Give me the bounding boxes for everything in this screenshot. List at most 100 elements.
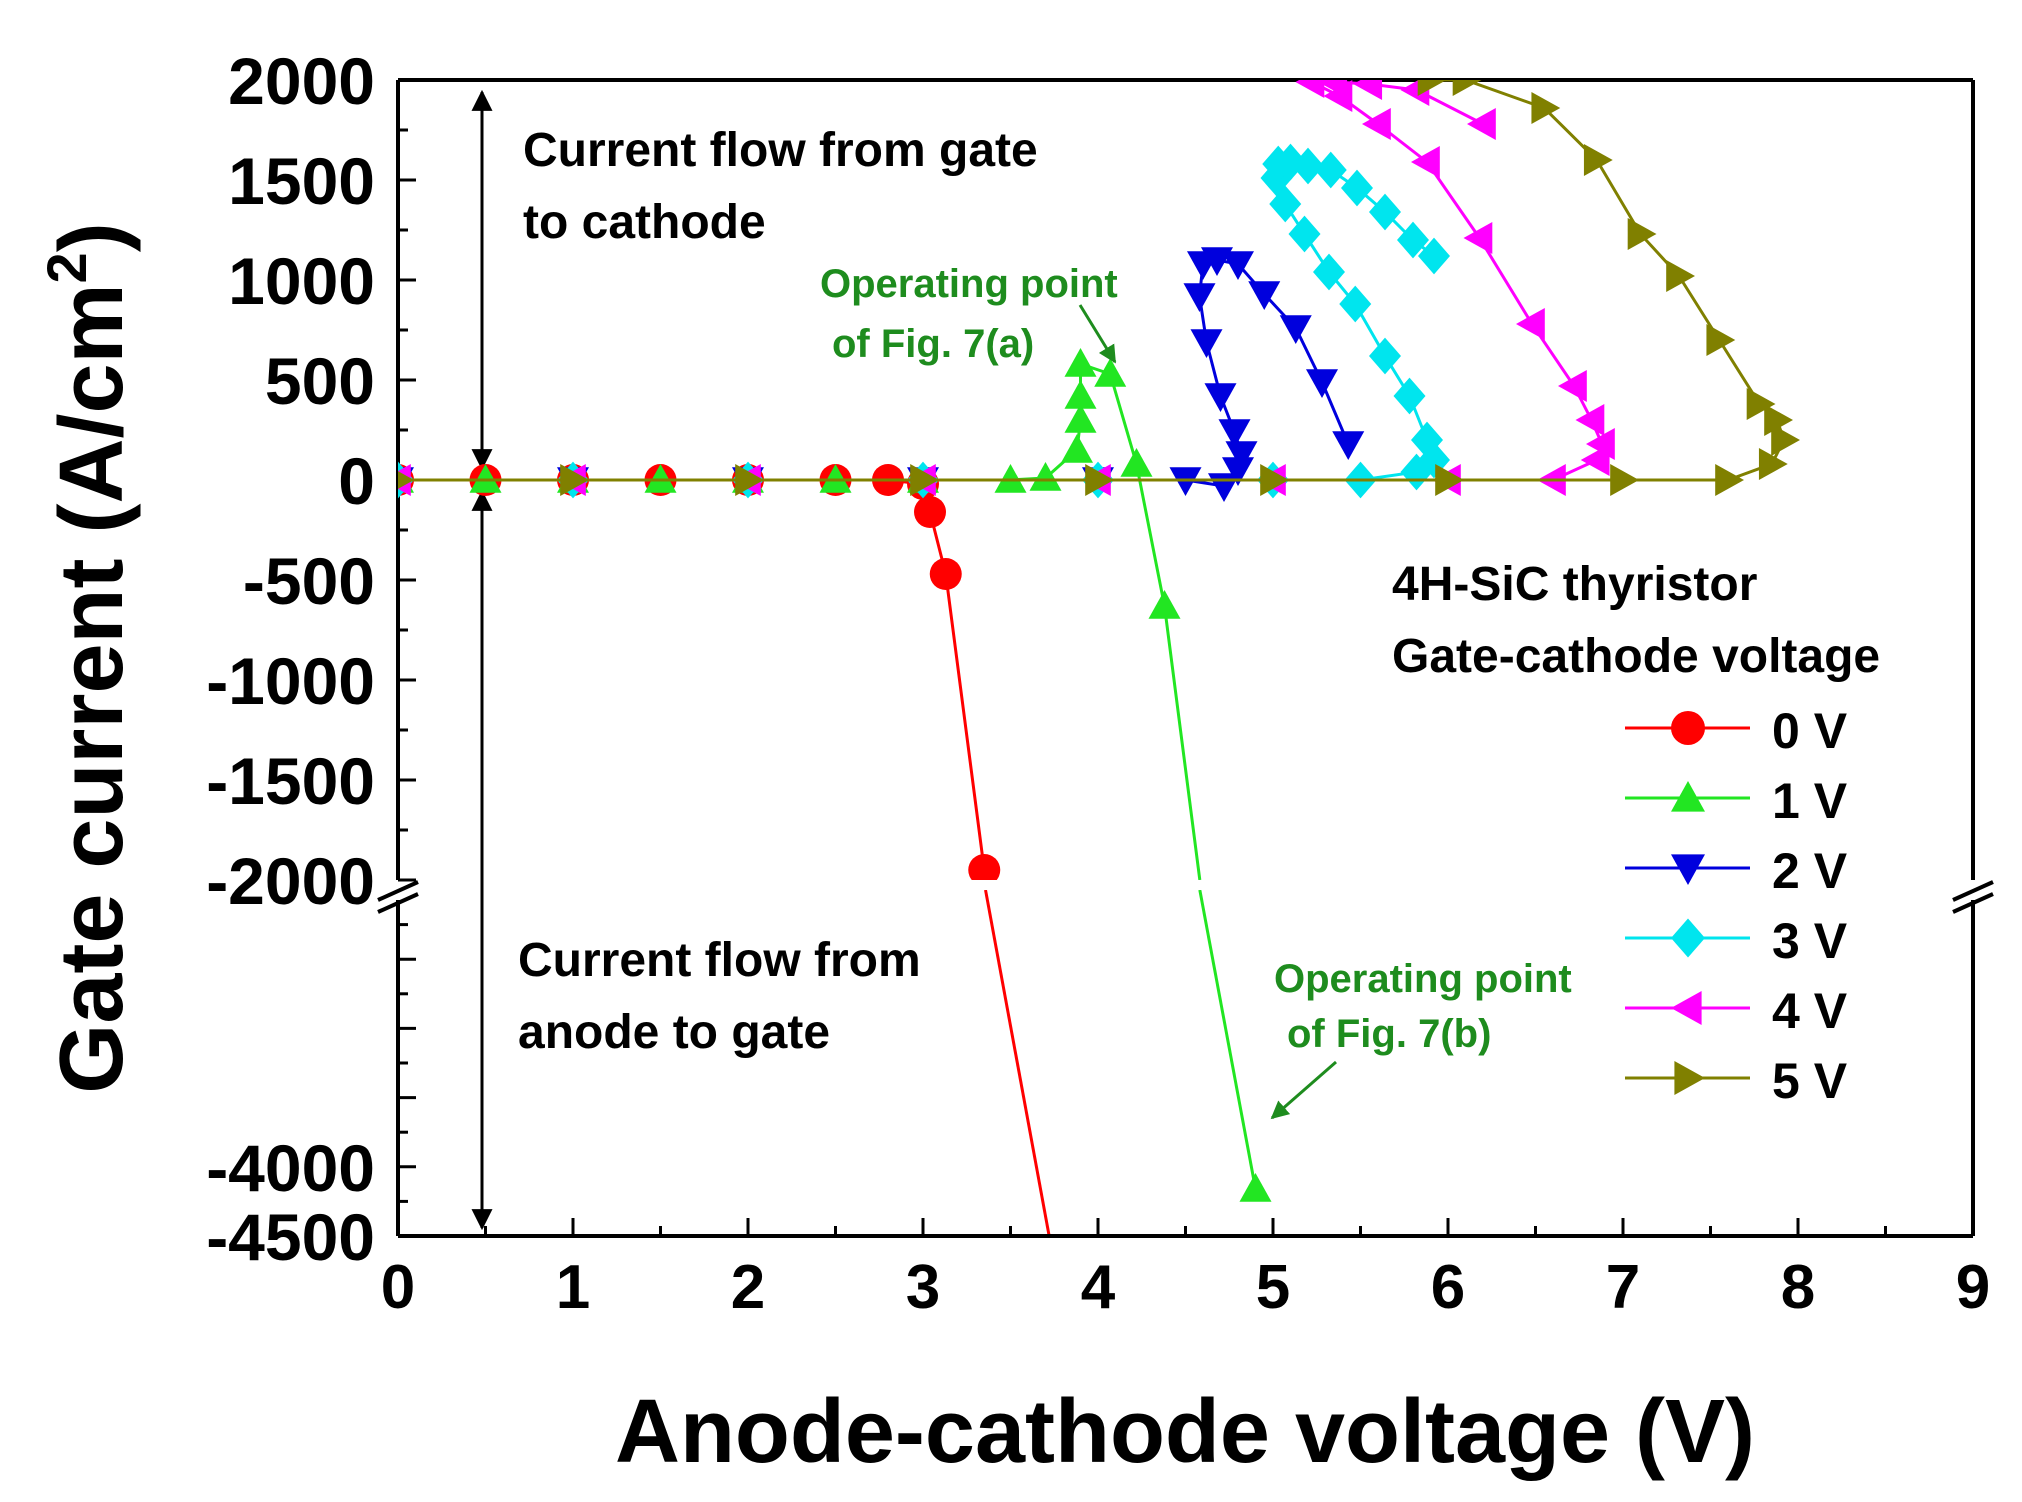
legend-item-3: 3 V — [1625, 913, 1848, 969]
data-point — [1418, 237, 1450, 275]
data-point — [1341, 169, 1373, 207]
data-point — [1295, 80, 1325, 98]
legend-marker — [1671, 781, 1705, 812]
series-line-upper — [398, 478, 988, 880]
axis-break-right-1 — [1952, 880, 1994, 902]
legend-item-0: 0 V — [1625, 703, 1848, 759]
legend-label: 4 V — [1772, 983, 1848, 1039]
x-axis-label: Anode-cathode voltage (V) — [615, 1382, 1755, 1482]
legend-marker — [1671, 991, 1702, 1025]
data-point — [1627, 218, 1657, 250]
x-tick-label: 0 — [381, 1253, 415, 1322]
data-point — [1369, 337, 1401, 375]
data-point — [469, 464, 502, 493]
data-point — [994, 464, 1027, 493]
data-point — [1771, 424, 1800, 456]
data-point — [1085, 464, 1114, 496]
data-point — [1332, 431, 1365, 460]
legend-title-2: Gate-cathode voltage — [1392, 630, 1880, 683]
data-point — [560, 464, 589, 496]
data-point — [1292, 147, 1324, 185]
x-tick-label: 7 — [1606, 1253, 1640, 1322]
data-point — [1353, 80, 1383, 100]
data-point — [1369, 193, 1401, 231]
data-point — [910, 464, 939, 496]
series-5 — [398, 80, 1800, 496]
legend-marker — [1671, 854, 1705, 885]
y-tick-label: -500 — [243, 544, 375, 618]
data-point — [644, 464, 677, 493]
data-point — [1400, 453, 1433, 491]
data-point — [1715, 464, 1744, 496]
data-point — [1610, 464, 1639, 496]
gate-to-cathode-caption-1: Current flow from gate — [523, 124, 1038, 177]
axis-break-left-1 — [377, 880, 419, 902]
legend-label: 1 V — [1772, 773, 1848, 829]
data-point — [1583, 144, 1613, 176]
legend-marker — [1671, 711, 1705, 745]
data-point — [1314, 151, 1347, 189]
data-point — [1148, 590, 1181, 619]
axis-break-right-2 — [1952, 892, 1994, 914]
data-point — [1094, 358, 1127, 387]
data-point — [1764, 404, 1793, 436]
data-point — [1575, 404, 1605, 436]
data-point — [1306, 369, 1338, 398]
data-point — [1397, 221, 1429, 259]
data-point — [1029, 462, 1062, 491]
data-point — [1169, 467, 1202, 496]
legend-label: 3 V — [1772, 913, 1848, 969]
data-point — [968, 854, 1001, 880]
series-layer — [398, 80, 1800, 1234]
y-tick-label: -1500 — [206, 744, 375, 818]
y-tick-label: 1500 — [228, 144, 375, 218]
data-point — [929, 558, 962, 590]
data-point — [1467, 108, 1496, 140]
data-point — [1064, 348, 1097, 377]
anode-to-gate-caption-2: anode to gate — [518, 1006, 830, 1059]
legend: 4H-SiC thyristor Gate-cathode voltage 0 … — [1392, 558, 1880, 1109]
y-axis-label-main: Gate current (A/cm — [42, 283, 142, 1093]
data-point — [1318, 80, 1348, 98]
y-axis-label-sup: 2 — [35, 252, 98, 283]
data-point — [1746, 388, 1776, 420]
data-point — [1435, 464, 1464, 496]
legend-marker — [1674, 1061, 1705, 1095]
data-point — [1362, 108, 1391, 140]
operating-point-a: Operating point of Fig. 7(a) — [820, 262, 1118, 366]
data-point — [819, 464, 852, 493]
data-point — [1225, 441, 1258, 470]
data-point — [1586, 428, 1615, 460]
series-line-lower — [984, 890, 1051, 1234]
operating-point-b-line1: Operating point — [1274, 957, 1572, 1001]
operating-point-b: Operating point of Fig. 7(b) — [1270, 957, 1572, 1120]
data-point — [735, 464, 764, 496]
data-point — [1260, 464, 1289, 496]
data-point — [1516, 308, 1545, 340]
legend-item-5: 5 V — [1625, 1053, 1848, 1109]
gate-to-cathode-caption-2: to cathode — [523, 196, 766, 249]
x-tick-label: 1 — [556, 1253, 590, 1322]
anode-to-gate-caption-1: Current flow from — [518, 934, 921, 987]
operating-point-b-arrow — [1270, 1060, 1337, 1120]
x-tick-label: 9 — [1956, 1253, 1990, 1322]
y-axis-label-close: ) — [42, 222, 142, 252]
data-point — [1239, 1172, 1272, 1202]
data-point — [1313, 253, 1345, 291]
legend-items: 0 V1 V2 V3 V4 V5 V — [1625, 703, 1848, 1109]
y-tick-label: -4500 — [206, 1200, 375, 1274]
data-point — [398, 471, 414, 489]
operating-point-a-line2: of Fig. 7(a) — [832, 322, 1034, 366]
data-point — [1706, 324, 1736, 356]
x-tick-label: 2 — [731, 1253, 765, 1322]
data-point — [1064, 404, 1097, 433]
y-axis-label: Gate current (A/cm2) — [35, 222, 142, 1093]
data-point — [1463, 222, 1493, 254]
data-point — [1218, 419, 1251, 448]
data-point — [1393, 377, 1426, 415]
legend-label: 5 V — [1772, 1053, 1848, 1109]
legend-item-1: 1 V — [1625, 773, 1848, 829]
